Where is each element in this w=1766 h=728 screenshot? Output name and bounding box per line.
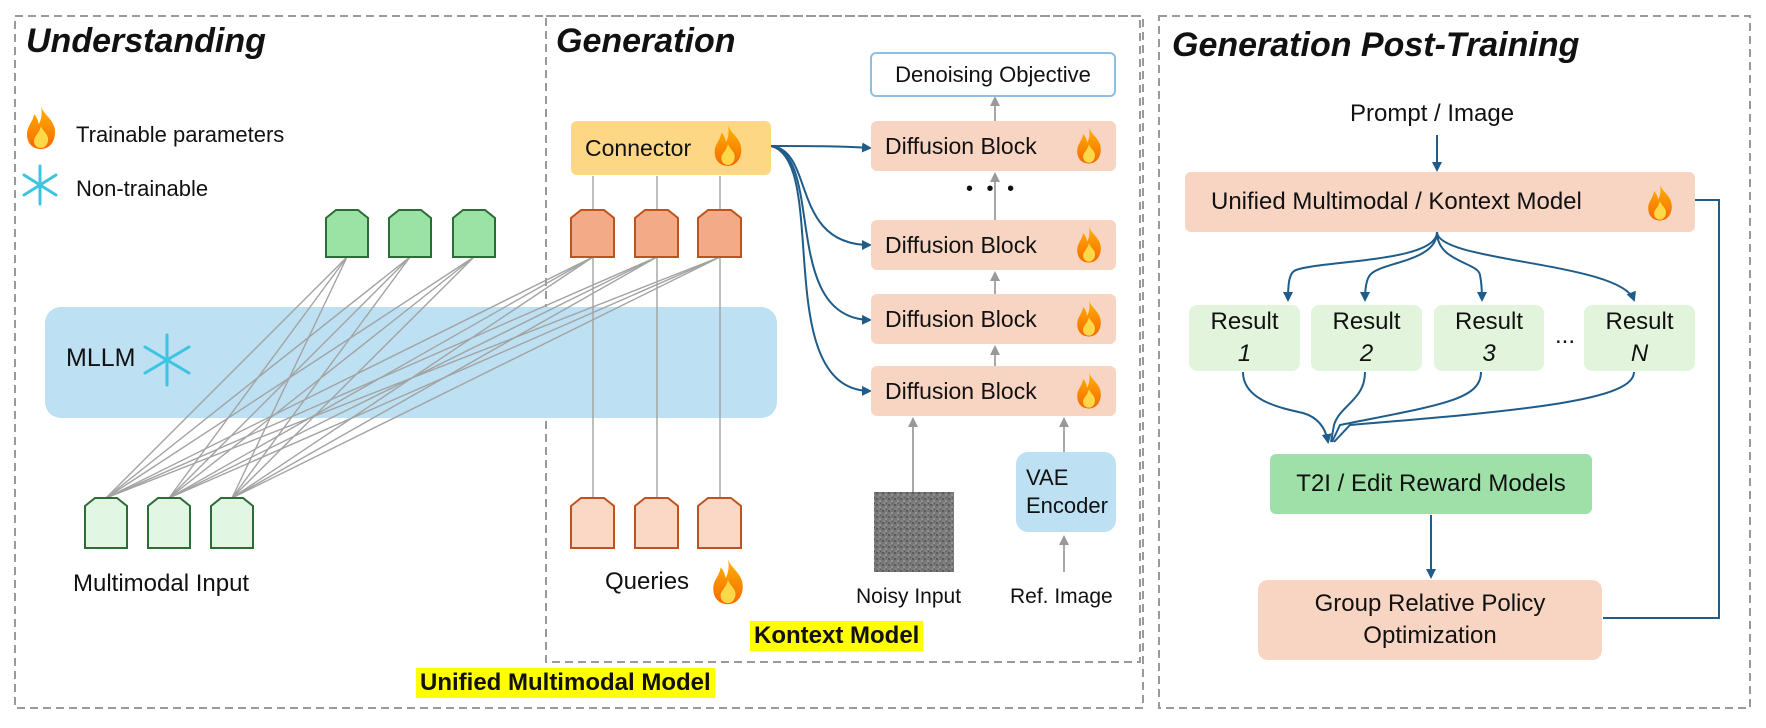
connector-fire-icon	[714, 125, 742, 166]
multimodal-input-label: Multimodal Input	[73, 570, 250, 597]
query-input-tokens	[570, 497, 742, 549]
result-index: N	[1630, 340, 1649, 367]
diffusion-block-label: Diffusion Block	[885, 305, 1037, 332]
result-word: Result	[1332, 308, 1401, 335]
diffusion-fire-icon	[1077, 127, 1101, 164]
diffusion-block-top: Diffusion Block	[871, 121, 1116, 171]
vae-label-line2: Encoder	[1026, 493, 1108, 518]
noisy-input-image	[874, 492, 954, 572]
diffusion-block-label: Diffusion Block	[885, 231, 1037, 258]
result-index: 3	[1482, 340, 1496, 367]
legend-trainable: Trainable parameters	[76, 122, 285, 147]
diffusion-fire-icon	[1077, 226, 1101, 263]
result-word: Result	[1454, 308, 1524, 335]
result-word: Result	[1210, 308, 1279, 335]
mllm-output-tokens	[325, 209, 496, 258]
denoising-objective-box: Denoising Objective	[870, 52, 1116, 97]
query-output-tokens	[570, 209, 742, 258]
ref-image-label: Ref. Image	[1010, 585, 1113, 608]
diffusion-block-2: Diffusion Block	[871, 294, 1116, 344]
token-connection-line	[105, 256, 594, 499]
result-2: Result 2	[1311, 305, 1422, 371]
diffusion-block-1: Diffusion Block	[871, 366, 1116, 416]
kontext-model-box-label: Unified Multimodal / Kontext Model	[1211, 188, 1582, 215]
generation-frame	[545, 15, 1141, 663]
result-index: 2	[1359, 340, 1374, 367]
legend-non-trainable: Non-trainable	[76, 176, 209, 201]
section-title-generation: Generation	[556, 22, 736, 60]
diffusion-block-3: Diffusion Block	[871, 220, 1116, 270]
token-connection-line	[231, 256, 594, 499]
diffusion-block-label: Diffusion Block	[885, 377, 1037, 404]
token-connection-line	[231, 256, 658, 499]
result-n: Result N	[1584, 305, 1695, 371]
result-index: 1	[1237, 340, 1252, 367]
token-connections	[105, 256, 721, 499]
grpo-box: Group Relative Policy Optimization	[1258, 580, 1602, 660]
queries-fire-icon	[713, 558, 743, 605]
mllm-snowflake-icon	[143, 333, 191, 387]
denoising-objective-label: Denoising Objective	[895, 61, 1091, 87]
noisy-input-label: Noisy Input	[856, 585, 962, 608]
token-connection-line	[231, 256, 411, 499]
result-1: Result 1	[1189, 305, 1300, 371]
token-connection-line	[231, 256, 721, 499]
post-training-frame	[1158, 15, 1751, 709]
mllm-label: MLLM	[66, 344, 136, 372]
connector-arrows	[770, 142, 872, 396]
query-lines	[592, 176, 721, 498]
token-connection-line	[231, 256, 475, 499]
grpo-label-line1: Group Relative Policy	[1314, 590, 1546, 617]
post-training-arrows	[1242, 135, 1720, 619]
section-title-post-training: Generation Post-Training	[1172, 26, 1580, 64]
unified-multimodal-model-label: Unified Multimodal Model	[416, 668, 715, 698]
diffusion-fire-icon	[1077, 372, 1101, 409]
reward-models-box: T2I / Edit Reward Models	[1270, 454, 1592, 514]
mllm-band	[45, 307, 777, 418]
kontext-model-box: Unified Multimodal / Kontext Model	[1185, 172, 1695, 232]
token-connection-line	[231, 256, 348, 499]
multimodal-input-tokens	[84, 497, 254, 549]
stack-arrows	[908, 96, 1069, 572]
diffusion-block-label: Diffusion Block	[885, 132, 1037, 159]
vae-encoder-box: VAE Encoder	[1016, 452, 1116, 532]
queries-label: Queries	[605, 568, 690, 595]
snowflake-icon	[22, 164, 58, 206]
vae-label-line1: VAE	[1026, 465, 1069, 490]
prompt-image-label: Prompt / Image	[1350, 100, 1515, 127]
result-3: Result 3	[1434, 305, 1544, 371]
results-ellipsis: ...	[1555, 322, 1576, 349]
connector-label: Connector	[585, 134, 692, 161]
ellipsis-dots: • • •	[966, 178, 1019, 200]
model-fire-icon	[1648, 184, 1672, 221]
reward-models-label: T2I / Edit Reward Models	[1296, 470, 1566, 497]
kontext-model-label: Kontext Model	[750, 621, 924, 651]
diffusion-fire-icon	[1077, 300, 1101, 337]
token-connection-line	[168, 256, 348, 499]
token-connection-line	[105, 256, 348, 499]
fire-icon	[27, 106, 56, 149]
token-connection-line	[168, 256, 594, 499]
section-title-understanding: Understanding	[26, 22, 266, 60]
result-word: Result	[1605, 308, 1674, 335]
grpo-label-line2: Optimization	[1363, 622, 1497, 649]
